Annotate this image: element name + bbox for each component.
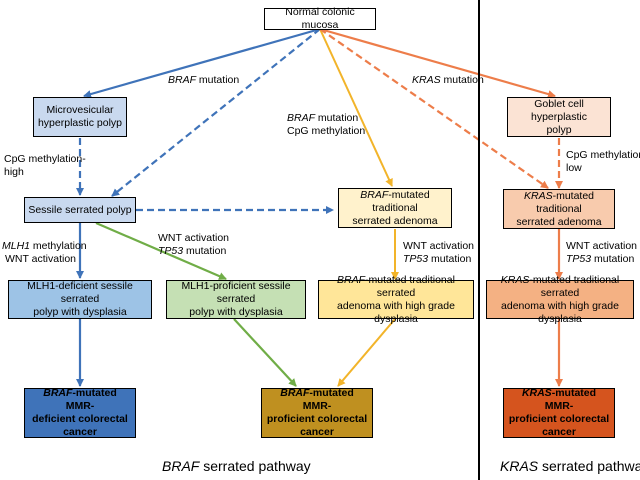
node-braf-tsa-high-grade-dysplasia: BRAF-mutated traditional serrated adenom…: [318, 274, 474, 325]
node-braf-def-line3: cancer: [63, 426, 97, 438]
node-braf-hgd-line1: BRAF-mutated traditional serrated: [337, 273, 455, 299]
node-mlh1-prof-line2: polyp with dysplasia: [189, 306, 283, 318]
node-kras-tsa-line1: KRAS-mutated traditional: [523, 189, 595, 215]
node-braf-tsa-line2: serrated adenoma: [352, 214, 438, 227]
label-braf-mutation-cpg-methylation: BRAF mutation CpG methylation: [287, 112, 366, 137]
arrow-braf-hgd-to-cancer: [337, 318, 396, 387]
arrow-normal-to-kras-tsa: [319, 28, 549, 189]
node-microvesicular-polyp: Microvesicular hyperplastic polyp: [33, 97, 127, 137]
label-wnt-tp53-braf: WNT activation TP53 mutation: [403, 240, 474, 265]
caption-braf-serrated-pathway: BRAF serrated pathway: [162, 458, 311, 474]
label-kras-mutation: KRAS mutation: [412, 74, 484, 86]
node-kras-mmr-proficient-cancer: KRAS-mutated MMR- proficient colorectal …: [503, 387, 615, 438]
label-wnt-tp53-kras: WNT activation TP53 mutation: [566, 240, 637, 265]
node-sessile-serrated-polyp: Sessile serrated polyp: [24, 197, 136, 223]
node-mlh1-deficient-polyp: MLH1-deficient sessile serrated polyp wi…: [8, 280, 152, 319]
node-kras-tsa-line2: serrated adenoma: [516, 215, 602, 228]
arrow-normal-to-goblet: [319, 27, 556, 98]
node-braf-prof-line2: proficient colorectal: [266, 413, 368, 425]
node-braf-mmr-proficient-cancer: BRAF-mutated MMR- proficient colorectal …: [261, 387, 373, 438]
node-mlh1-proficient-polyp: MLH1-proficient sessile serrated polyp w…: [166, 280, 306, 319]
node-kras-hgd-line1: KRAS-mutated traditional serrated: [500, 273, 620, 299]
node-kras-prof-line1: KRAS-mutated MMR-: [521, 387, 597, 412]
node-sessile-text: Sessile serrated polyp: [28, 203, 132, 216]
node-microvesicular-line1: Microvesicular: [46, 104, 114, 116]
node-braf-def-line1: BRAF-mutated MMR-: [43, 387, 117, 412]
node-mlh1-prof-line1: MLH1-proficient sessile serrated: [181, 280, 291, 305]
arrow-mlh1-proficient-to-cancer: [233, 318, 297, 387]
node-kras-prof-line3: cancer: [542, 426, 576, 438]
node-braf-mmr-deficient-cancer: BRAF-mutated MMR- deficient colorectal c…: [24, 387, 136, 438]
label-cpg-methylation-high: CpG methylation- high: [4, 153, 86, 178]
node-goblet-line1: Goblet cell hyperplastic: [530, 97, 588, 123]
node-mlh1-def-line1: MLH1-deficient sessile serrated: [27, 280, 133, 305]
node-microvesicular-line2: hyperplastic polyp: [37, 117, 123, 129]
label-braf-mutation: BRAF mutation: [168, 74, 240, 86]
node-kras-tsa-high-grade-dysplasia: KRAS-mutated traditional serrated adenom…: [486, 274, 634, 325]
arrow-normal-to-sessile: [111, 28, 321, 197]
node-kras-traditional-serrated-adenoma: KRAS-mutated traditional serrated adenom…: [503, 189, 615, 229]
node-braf-tsa-line1: BRAF-mutated traditional: [360, 188, 430, 214]
node-mlh1-def-line2: polyp with dysplasia: [33, 306, 127, 318]
node-normal-text: Normal colonic mucosa: [285, 6, 355, 31]
node-kras-hgd-line2: adenoma with high grade dysplasia: [501, 299, 619, 325]
label-cpg-methylation-low: CpG methylation- low: [566, 149, 640, 174]
node-braf-prof-line1: BRAF-mutated MMR-: [280, 387, 354, 412]
node-braf-def-line2: deficient colorectal: [32, 413, 128, 425]
node-kras-prof-line2: proficient colorectal: [508, 413, 610, 425]
caption-kras-serrated-pathway: KRAS serrated pathway: [500, 458, 640, 474]
label-mlh1-methylation-wnt: MLH1 methylation WNT activation: [2, 240, 87, 265]
pathway-divider: [478, 0, 480, 480]
node-normal-colonic-mucosa: Normal colonic mucosa: [264, 6, 376, 31]
arrow-normal-to-microvesicular: [83, 27, 321, 98]
arrow-normal-to-braf-tsa: [319, 28, 393, 187]
node-goblet-cell-polyp: Goblet cell hyperplastic polyp: [507, 97, 611, 137]
node-braf-traditional-serrated-adenoma: BRAF-mutated traditional serrated adenom…: [338, 188, 452, 228]
node-braf-prof-line3: cancer: [300, 426, 334, 438]
arrow-sessile-to-mlh1-proficient: [95, 221, 227, 281]
label-wnt-tp53-middle: WNT activation TP53 mutation: [158, 232, 229, 257]
node-goblet-line2: polyp: [546, 123, 572, 136]
node-braf-hgd-line2: adenoma with high grade dysplasia: [337, 299, 455, 325]
